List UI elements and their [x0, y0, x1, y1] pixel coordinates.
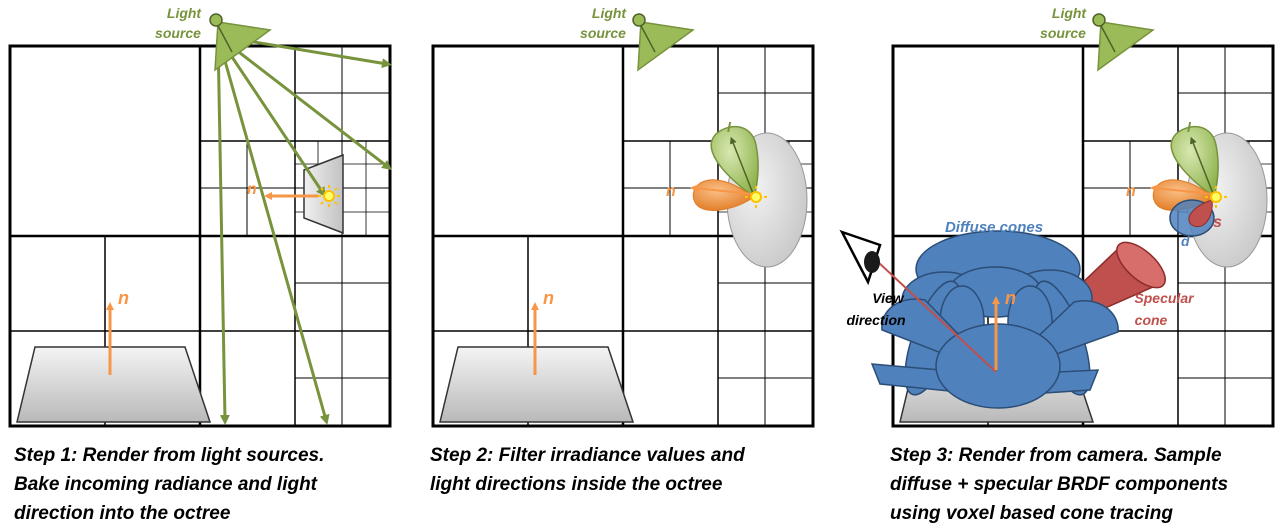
- floor-normal-label: n: [543, 288, 554, 308]
- floor-surface: [439, 346, 635, 423]
- diffuse-cones: [870, 230, 1119, 409]
- caption-line: direction into the octree: [14, 503, 231, 524]
- light-source-label-2: source: [580, 25, 626, 41]
- sun-icon: [745, 186, 767, 208]
- light-rays: [216, 34, 392, 425]
- light-source-label: Light: [592, 5, 628, 21]
- wall-normal-label: n: [247, 181, 257, 198]
- view-direction-label: View: [872, 290, 904, 306]
- light-source-label: Light: [167, 5, 203, 21]
- normal-arrow: [1150, 184, 1213, 195]
- specular-label: s: [1213, 214, 1222, 231]
- light-source-label: Light: [1052, 5, 1088, 21]
- light-direction-lobe: [1170, 125, 1219, 199]
- caption-line: Step 1: Render from light sources.: [14, 445, 325, 466]
- normal-arrow: [690, 184, 753, 195]
- panel-3: Light source l n s d: [839, 5, 1275, 428]
- caption-line: light directions inside the octree: [430, 474, 723, 495]
- specular-cone-label-2: cone: [1135, 312, 1168, 328]
- floor-normal-label: n: [118, 288, 129, 308]
- normal-label: n: [1126, 183, 1136, 200]
- light-source-label-2: source: [155, 25, 201, 41]
- caption-line: Step 3: Render from camera. Sample: [890, 445, 1222, 466]
- specular-brdf-lobe: [1188, 199, 1213, 228]
- view-direction-line: [877, 261, 997, 373]
- panel-2: Light source l n n: [431, 5, 815, 428]
- light-direction-label: l: [1187, 119, 1192, 135]
- floor-surface: [16, 346, 212, 423]
- diffuse-label: d: [1181, 233, 1190, 249]
- normal-label: n: [666, 183, 676, 200]
- light-source-icon: [632, 13, 695, 72]
- sun-icon: [318, 185, 340, 207]
- caption-line: using voxel based cone tracing: [890, 503, 1173, 524]
- caption-line: Step 2: Filter irradiance values and: [430, 445, 745, 466]
- light-source-label-2: source: [1040, 25, 1086, 41]
- caption-step-1: Step 1: Render from light sources. Bake …: [14, 441, 374, 528]
- diffuse-cones-label: Diffuse cones: [945, 219, 1043, 236]
- light-source-icon: [209, 13, 272, 72]
- floor-normal-label: n: [1005, 288, 1016, 308]
- caption-line: Bake incoming radiance and light: [14, 474, 318, 495]
- light-direction-label: l: [727, 119, 732, 135]
- caption-step-3: Step 3: Render from camera. Sample diffu…: [890, 441, 1250, 528]
- caption-step-2: Step 2: Filter irradiance values and lig…: [430, 441, 790, 499]
- light-source-icon: [1092, 13, 1155, 72]
- light-direction-arrow: [1190, 136, 1215, 197]
- panel-1: Light source n n: [8, 5, 392, 428]
- sun-icon: [1205, 186, 1227, 208]
- view-direction-label-2: direction: [846, 312, 905, 328]
- light-direction-lobe: [710, 125, 759, 199]
- caption-line: diffuse + specular BRDF components: [890, 474, 1229, 495]
- light-direction-arrow: [730, 136, 755, 197]
- specular-cone-label: Specular: [1134, 290, 1195, 306]
- eye-icon: [839, 229, 882, 286]
